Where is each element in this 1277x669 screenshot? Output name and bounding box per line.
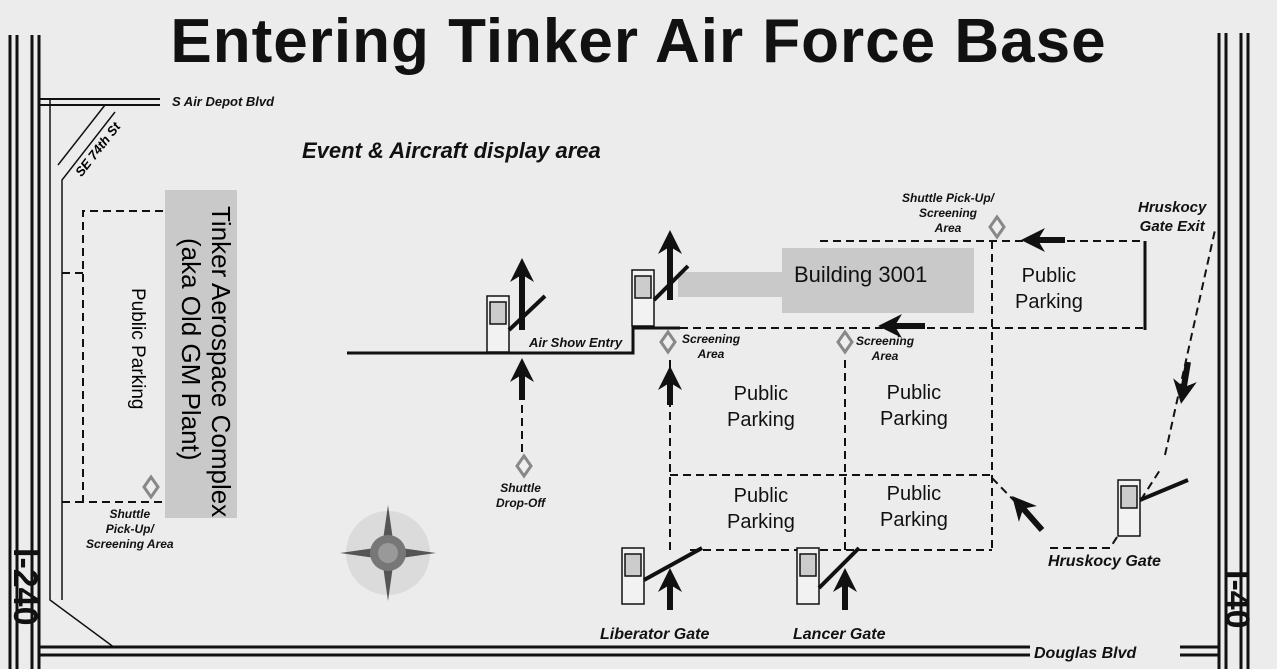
complex-line1: Tinker Aerospace Complex bbox=[206, 206, 236, 518]
i40-highway bbox=[1217, 33, 1250, 669]
guard-booth-icons bbox=[486, 264, 1189, 605]
building-3001-block-right bbox=[782, 248, 974, 313]
hruskocy-gate-label: Hruskocy Gate bbox=[1048, 553, 1161, 570]
screening-diamond-icons bbox=[142, 214, 1006, 500]
aerospace-complex-block bbox=[165, 190, 237, 518]
complex-label: Tinker Aerospace Complex (aka Old GM Pla… bbox=[176, 206, 236, 517]
west-parking-outline bbox=[62, 210, 163, 503]
se-74th-road bbox=[49, 100, 116, 649]
i240-highway bbox=[8, 35, 41, 669]
douglas-blvd-label: Douglas Blvd bbox=[1034, 645, 1137, 662]
liberator-gate-label: Liberator Gate bbox=[600, 626, 710, 643]
i240-label: I-240 bbox=[6, 548, 44, 626]
i40-label: I-40 bbox=[1218, 570, 1256, 629]
douglas-blvd-road bbox=[40, 645, 1219, 657]
west-parking-label: Public Parking bbox=[127, 288, 148, 410]
event-area-label: Event & Aircraft display area bbox=[302, 138, 601, 163]
map-title: Entering Tinker Air Force Base bbox=[170, 7, 1107, 76]
complex-line2: (aka Old GM Plant) bbox=[176, 238, 206, 461]
air-show-entry-label: Air Show Entry bbox=[529, 335, 623, 350]
air-show-road bbox=[347, 326, 680, 355]
s-air-depot-label: S Air Depot Blvd bbox=[172, 94, 275, 109]
building-3001-label: Building 3001 bbox=[794, 262, 928, 287]
lancer-gate-label: Lancer Gate bbox=[793, 626, 886, 643]
compass-rose-icon bbox=[340, 505, 436, 601]
s-air-depot-road bbox=[40, 98, 160, 106]
